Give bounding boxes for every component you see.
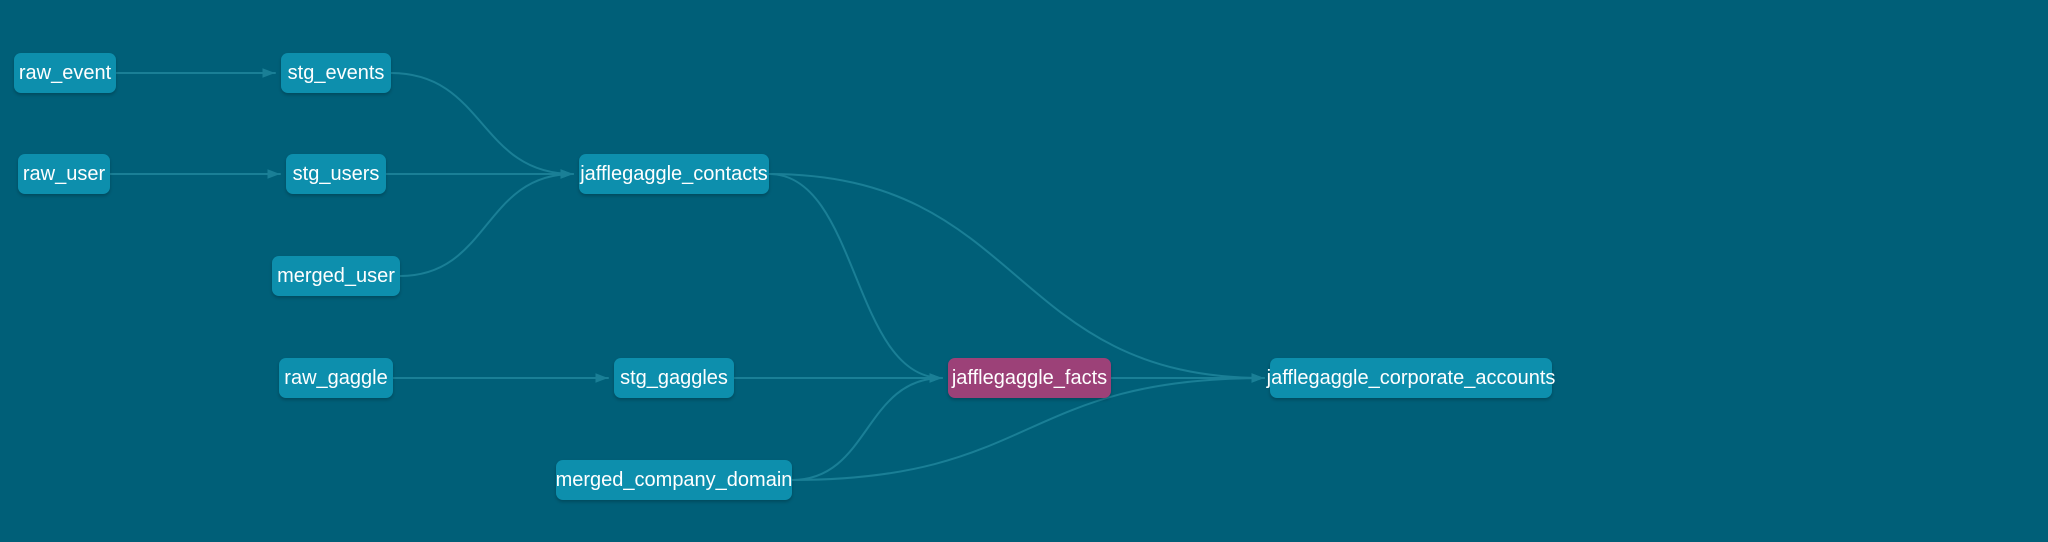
graph-node-merged_company_domain[interactable]: merged_company_domain — [556, 460, 792, 500]
graph-node-label: jafflegaggle_corporate_accounts — [1266, 367, 1556, 389]
graph-node-label: stg_gaggles — [620, 367, 728, 389]
graph-node-raw_event[interactable]: raw_event — [14, 53, 116, 93]
graph-node-jafflegaggle_corporate_accounts[interactable]: jafflegaggle_corporate_accounts — [1267, 358, 1555, 398]
graph-node-stg_events[interactable]: stg_events — [281, 53, 391, 93]
graph-node-stg_users[interactable]: stg_users — [286, 154, 386, 194]
graph-node-raw_gaggle[interactable]: raw_gaggle — [279, 358, 393, 398]
graph-node-jafflegaggle_facts[interactable]: jafflegaggle_facts — [948, 358, 1111, 398]
graph-edge-merged_company_domain-to-jafflegaggle_corporate_accounts — [791, 373, 1265, 481]
graph-edge-merged_user-to-jafflegaggle_contacts — [399, 169, 574, 277]
graph-node-label: raw_event — [18, 62, 112, 84]
graph-node-label: jafflegaggle_contacts — [580, 163, 768, 185]
graph-node-label: raw_gaggle — [284, 367, 388, 389]
graph-node-label: stg_users — [292, 163, 380, 185]
graph-edge-jafflegaggle_contacts-to-jafflegaggle_corporate_accounts — [768, 173, 1265, 383]
graph-node-label: merged_user — [277, 265, 395, 287]
graph-node-label: merged_company_domain — [555, 469, 793, 491]
graph-edge-jafflegaggle_contacts-to-jafflegaggle_facts — [768, 173, 943, 383]
graph-node-raw_user[interactable]: raw_user — [18, 154, 110, 194]
graph-node-label: stg_events — [287, 62, 385, 84]
graph-node-label: jafflegaggle_facts — [951, 367, 1108, 389]
graph-node-jafflegaggle_contacts[interactable]: jafflegaggle_contacts — [579, 154, 769, 194]
graph-edge-stg_events-to-jafflegaggle_contacts — [390, 72, 574, 179]
graph-node-label: raw_user — [22, 163, 106, 185]
graph-node-stg_gaggles[interactable]: stg_gaggles — [614, 358, 734, 398]
graph-edge-merged_company_domain-to-jafflegaggle_facts — [791, 373, 943, 481]
graph-node-merged_user[interactable]: merged_user — [272, 256, 400, 296]
